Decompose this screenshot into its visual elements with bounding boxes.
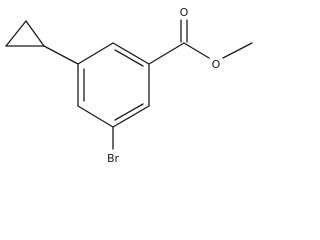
bromine-label: Br [107,152,120,165]
bond [25,20,45,47]
bond [77,42,114,65]
bond [112,42,150,65]
benzene-ring [77,42,150,128]
double-bond-inner [114,49,144,67]
ester-oxygen-label: O [212,58,221,71]
molecule-diagram: Br O O [5,6,253,165]
carbonyl-oxygen-label: O [180,6,189,19]
bond [77,105,114,128]
bond-ester-oxygen [183,42,210,59]
bond [112,105,150,128]
cyclopropyl-ring [5,20,45,47]
bond [5,20,27,47]
bond-methyl [222,42,253,59]
bond-cyclopropyl-ring [43,45,79,65]
structure-drawing: Br O O [5,6,253,165]
double-bond-inner [114,103,144,121]
bond-carbonyl-carbon [148,42,185,65]
